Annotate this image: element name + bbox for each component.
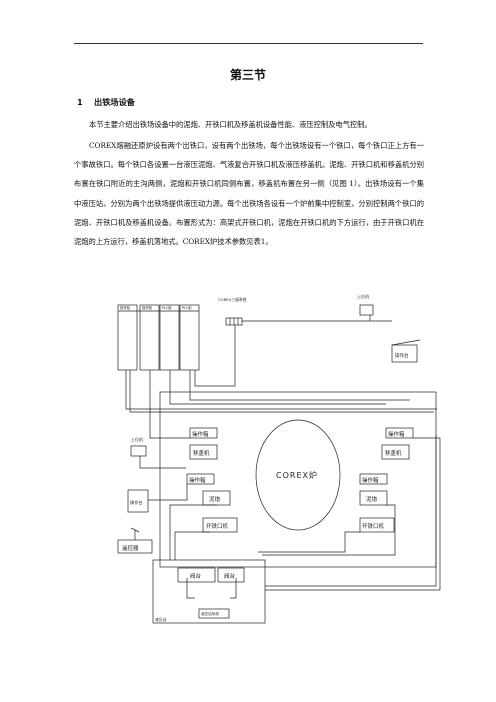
pc-left-label: 上位机 [131, 436, 143, 442]
section-number: 1 [77, 97, 83, 107]
pc-right-monitor [359, 304, 374, 316]
corex-system-label: COREX三级系统 [218, 297, 247, 302]
pc-right-label: 上位机 [357, 293, 369, 299]
console-left-label: 操作台 [130, 499, 143, 506]
console-right [391, 344, 418, 363]
paragraph-2: COREX熔融还原炉设有两个出铁口，设有两个出铁场，每个出铁场设有一个铁口，每个… [74, 141, 424, 247]
hydraulic-station-box [152, 559, 266, 624]
op-box-right-2 [359, 473, 388, 485]
cabinet-2-label: 操作柜 [142, 305, 153, 310]
mud-gun-right-label: 泥炮 [366, 495, 378, 503]
hydraulic-system-label: 液压站系统 [201, 611, 219, 616]
console-right-label: 操作台 [395, 352, 409, 359]
cabinet-4 [179, 304, 200, 371]
op-box-left-1 [189, 427, 218, 439]
hydraulic-station-label: 液压站 [155, 617, 167, 622]
valve-stand-left-label: 阀台 [190, 572, 202, 580]
op-box-right-1-label: 操作箱 [388, 430, 405, 438]
hydraulic-system-box [198, 608, 230, 619]
console-left [127, 489, 149, 513]
valve-stand-right [217, 567, 245, 583]
cabinet-1 [117, 304, 138, 371]
section-title: 第三节 [229, 68, 266, 82]
op-box-right-1 [385, 427, 414, 439]
op-box-left-2-label: 操作箱 [189, 476, 206, 484]
cover-machine-right-label: 移盖机 [385, 449, 402, 457]
op-box-left-1-label: 操作箱 [192, 430, 209, 438]
remote-label: 遥控器 [122, 544, 139, 552]
valve-stand-right-label: 阀台 [224, 572, 236, 580]
taphole-drill-right-label: 开铁口机 [362, 522, 385, 530]
header-rule [74, 43, 423, 44]
pc-left-monitor [130, 445, 147, 457]
mud-gun-right [359, 490, 388, 506]
taphole-drill-left [202, 517, 238, 533]
cabinet-3 [159, 304, 180, 371]
paragraph-1: 本节主要介绍出铁场设备中的泥炮、开铁口机及移盖机设备性能、液压控制及电气控制。 [89, 120, 372, 129]
taphole-drill-right [359, 517, 395, 533]
corex-furnace [255, 419, 341, 531]
mud-gun-left-label: 泥炮 [209, 495, 221, 503]
cover-machine-right [381, 444, 410, 460]
taphole-drill-left-label: 开铁口机 [206, 522, 229, 530]
section-heading: 1 出铁场设备 [77, 96, 135, 108]
cabinet-2 [139, 304, 160, 371]
cabinet-4-label: PLC柜 [182, 305, 192, 310]
op-box-left-2 [186, 473, 215, 485]
op-box-right-2-label: 操作箱 [362, 476, 379, 484]
valve-stand-left [177, 567, 216, 583]
section-heading-text: 出铁场设备 [94, 97, 135, 107]
cover-machine-left-label: 移盖机 [193, 449, 210, 457]
cabinet-1-label: 操作柜 [120, 305, 131, 310]
cover-machine-left [189, 444, 218, 460]
furnace-label: COREX炉 [276, 470, 318, 480]
cabinet-3-label: PLC柜 [162, 305, 172, 310]
